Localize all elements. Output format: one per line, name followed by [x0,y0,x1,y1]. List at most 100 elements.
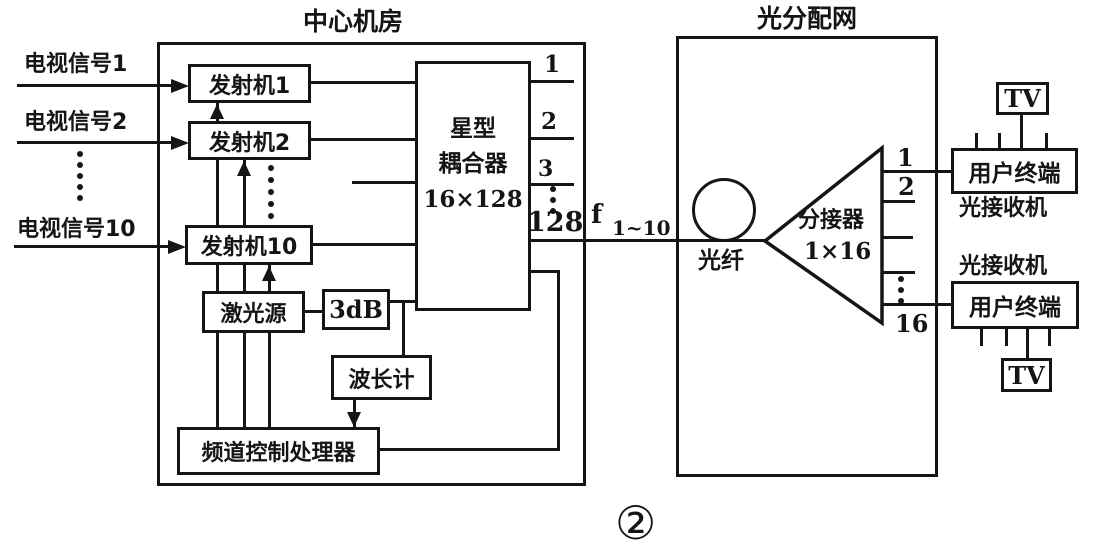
dot [77,151,83,157]
tv-bottom-label: TV [1008,360,1045,390]
wire-stub-omitted-tx [352,181,416,184]
laser-source-label: 激光源 [220,302,287,327]
dot [77,162,83,168]
dot [268,189,274,195]
transmitter1-label: 发射机1 [208,73,291,99]
frequency-label-subscript: 1~10 [612,216,671,240]
wire-tv-stem-bottom [1026,327,1029,362]
dot [268,177,274,183]
wire-feedback-top [529,270,560,273]
terminal-top-label: 用户终端 [968,161,1061,187]
arrow-up-tx2 [237,161,251,176]
antenna-tick [1045,133,1048,152]
attenuator-3db-box: 3dB [322,289,390,330]
wire-signal1 [17,84,173,87]
dot [268,201,274,207]
transmitter1-box: 发射机1 [188,64,311,103]
fiber-label: 光纤 [698,248,744,274]
arrow-into-tx1 [171,79,189,93]
wire-trunk-fiber [529,239,766,242]
dot [77,195,83,201]
splitter-ratio-label: 1×16 [804,238,872,265]
transmitter10-label: 发射机10 [200,235,298,260]
dot [77,173,83,179]
wire-ctrl-tx1 [216,102,219,430]
wire-splitter-out4 [881,271,915,274]
receiver-bottom-label: 光接收机 [959,254,1048,279]
wavemeter-label: 波长计 [348,367,415,393]
odn-title: 光分配网 [757,4,858,33]
tv-top-box: TV [996,82,1049,115]
wire-3db-wavemeter [402,302,405,357]
dot [268,165,274,171]
antenna-tick [980,327,983,346]
laser-source-box: 激光源 [202,291,305,333]
wire-signal2 [17,141,173,144]
signal10-label: 电视信号10 [17,217,136,242]
signal1-label: 电视信号1 [24,52,128,77]
star-coupler-name-line2: 耦合器 [438,151,508,177]
dot [898,298,904,304]
transmitter10-box: 发射机10 [185,225,313,265]
dot [268,213,274,219]
center-room-outline [157,42,586,486]
dot [550,197,556,203]
antenna-tick [1048,327,1051,346]
wire-splitter-out1 [881,170,953,173]
arrow-up-tx10 [262,266,276,281]
coupler-port3-label: 3 [538,156,554,182]
signal2-label: 电视信号2 [24,110,128,135]
coupler-port2-label: 2 [541,108,558,135]
splitter-port16-label: 16 [895,309,929,338]
wire-tv-stem-top [1020,113,1023,151]
wire-coupler-out1 [529,80,574,83]
antenna-tick [1005,327,1008,346]
transmitter2-box: 发射机2 [188,121,311,160]
wavemeter-box: 波长计 [331,355,432,400]
wire-splitter-out3 [881,236,913,239]
wire-ctrl-tx10 [268,263,271,430]
attenuator-3db-label: 3dB [329,295,383,324]
antenna-tick [998,133,1001,152]
star-coupler-name-line1: 星型 [450,116,496,142]
receiver-top-label: 光接收机 [959,196,1048,221]
splitter-name-label: 分接器 [798,208,865,233]
wire-laser-3db [302,310,324,313]
wire-tx1-coupler [308,81,417,84]
dot [898,287,904,293]
wire-splitter-out16 [881,303,953,306]
wire-coupler-out2 [529,137,574,140]
star-coupler-box: 星型 耦合器 16×128 [415,61,531,311]
wire-3db-coupler [388,300,417,303]
tv-top-label: TV [1004,84,1041,113]
dot [77,184,83,190]
splitter-port1-label: 1 [897,143,914,172]
figure-caption: ② [615,496,657,550]
dot [550,186,556,192]
channel-processor-label: 频道控制处理器 [201,441,356,466]
terminal-top-box: 用户终端 [951,148,1078,194]
frequency-label-f: f [591,200,603,230]
wire-feedback-vertical [557,270,560,451]
fiber-coil-icon [692,178,756,242]
arrow-into-tx10 [168,240,186,254]
wire-tx10-coupler [310,243,417,246]
tv-bottom-box: TV [1001,358,1052,392]
wire-coupler-out3 [529,183,574,186]
dot [898,276,904,282]
wire-signal10 [14,245,172,248]
splitter-port2-label: 2 [898,172,915,201]
optical-distribution-outline [676,36,938,477]
arrow-up-tx1 [210,104,224,119]
channel-processor-box: 频道控制处理器 [177,427,380,475]
center-room-title: 中心机房 [303,7,404,36]
terminal-bottom-box: 用户终端 [951,281,1079,329]
dot [550,208,556,214]
wire-feedback-bottom [377,448,560,451]
transmitter2-label: 发射机2 [208,130,291,156]
arrow-down-processor [347,412,361,427]
star-coupler-size: 16×128 [423,186,523,213]
terminal-bottom-label: 用户终端 [969,295,1061,321]
antenna-tick [975,133,978,152]
